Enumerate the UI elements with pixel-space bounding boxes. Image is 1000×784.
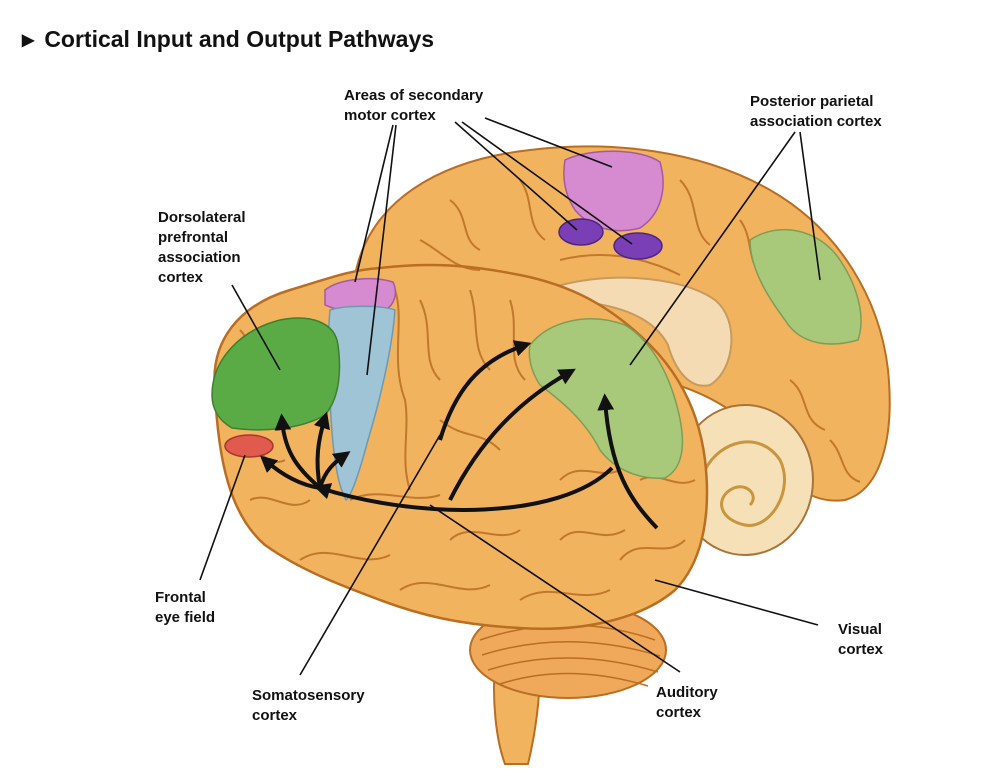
title-triangle-icon: ▶ [22, 32, 35, 49]
secondary-motor-dark-1 [558, 218, 604, 246]
arrow-to-parietal-1 [438, 340, 532, 441]
label-auditory: Auditory cortex [656, 684, 718, 721]
label-posterior-parietal: Posterior parietal association cortex [750, 93, 882, 130]
arrow-to-motor-1 [313, 411, 330, 489]
secondary-motor-medial [563, 150, 664, 232]
frontal-eye-field [224, 434, 274, 458]
label-somatosensory: Somatosensory cortex [252, 687, 365, 724]
posterior-parietal-medial [749, 228, 862, 345]
leader-lines [199, 117, 821, 676]
arrow-to-dlpfc [274, 413, 322, 490]
dorsolateral-prefrontal [211, 317, 341, 431]
label-visual: Visual cortex [838, 621, 884, 658]
label-frontal-eye-field: Frontal eye field [155, 589, 216, 626]
arbor-vitae [703, 440, 786, 527]
pathway-arrows [259, 340, 659, 530]
arrow-auditory-to-fef [313, 466, 614, 512]
cerebellum-folia [479, 624, 661, 687]
label-secondary-motor: Areas of secondary motor cortex [344, 87, 484, 124]
corpus-callosum [544, 276, 733, 387]
diagram-title: ▶ Cortical Input and Output Pathways [22, 26, 434, 53]
label-dorsolateral-prefrontal: Dorsolateral prefrontal association cort… [158, 209, 246, 286]
diagram-title-text: Cortical Input and Output Pathways [44, 26, 435, 52]
arrow-to-parietal-3 [597, 393, 659, 530]
arrow-to-parietal-2 [448, 368, 576, 501]
